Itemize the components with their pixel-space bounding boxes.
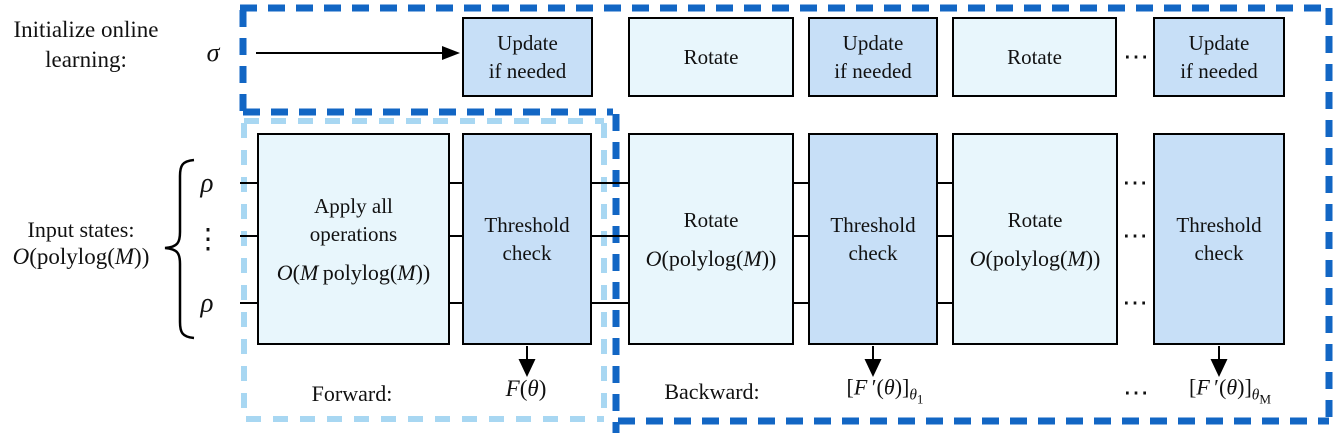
- apply-all-operations-box: Apply all operations O(M polylog(M)): [257, 133, 450, 345]
- backward-label: Backward:: [664, 379, 760, 404]
- wire-ellipsis-row2: ⋯: [1122, 221, 1150, 250]
- threshold-box-line1: Threshold: [830, 213, 916, 237]
- rotate-box-label: Rotate: [683, 45, 739, 69]
- apply-box-complexity: O(M polylog(M)): [276, 259, 431, 285]
- forward-dashed-border: [241, 118, 607, 422]
- sigma-state-symbol: σ: [206, 38, 220, 67]
- threshold-box-line1: Threshold: [1176, 213, 1262, 237]
- rotate-box-label: Rotate: [683, 207, 739, 232]
- input-states-label-line1: Input states:: [27, 217, 135, 242]
- update-if-needed-box-1: Update if needed: [462, 17, 593, 97]
- wire-ellipsis-row3: ⋯: [1122, 288, 1150, 317]
- rotate-mid-box-1: Rotate O(polylog(M)): [628, 133, 794, 345]
- outer-dashed-border: [239, 4, 1333, 433]
- rotate-top-box-1: Rotate: [628, 17, 794, 97]
- initialize-label: Initialize online learning:: [0, 15, 172, 75]
- backward-output-arrow-M: [1210, 346, 1228, 377]
- rotate-box-complexity: O(polylog(M)): [969, 245, 1101, 271]
- initialize-label-line2: learning:: [45, 47, 127, 72]
- threshold-check-box-2: Threshold check: [808, 133, 938, 345]
- vertical-ellipsis: ⋮: [194, 224, 222, 255]
- threshold-box-line2: check: [848, 241, 898, 265]
- update-box-line2: if needed: [834, 59, 912, 83]
- input-states-label: Input states: O(polylog(M)): [0, 216, 164, 270]
- threshold-check-box-3: Threshold check: [1153, 133, 1285, 345]
- update-if-needed-box-3: Update if needed: [1153, 17, 1285, 97]
- rotate-mid-box-2: Rotate O(polylog(M)): [952, 133, 1118, 345]
- backward-output-first: [F ′(θ)]θ1: [846, 374, 924, 407]
- update-box-line1: Update: [1188, 31, 1250, 55]
- update-if-needed-box-2: Update if needed: [808, 17, 938, 97]
- update-box-line1: Update: [497, 31, 558, 55]
- rotate-box-label: Rotate: [1007, 207, 1063, 232]
- update-box-line2: if needed: [1180, 59, 1258, 83]
- threshold-box-line2: check: [1194, 241, 1244, 265]
- rotate-top-box-2: Rotate: [952, 17, 1117, 97]
- wire-ellipsis-row1: ⋯: [1122, 168, 1150, 197]
- top-row-ellipsis: ⋯: [1123, 42, 1151, 71]
- rotate-box-label: Rotate: [1007, 45, 1062, 69]
- rho-state-top: ρ: [200, 167, 214, 198]
- forward-label: Forward:: [311, 381, 393, 406]
- bottom-row-ellipsis: ⋯: [1123, 378, 1151, 407]
- initialize-label-line1: Initialize online: [13, 17, 159, 42]
- rotate-box-complexity: O(polylog(M)): [645, 245, 777, 271]
- sigma-arrow: [256, 46, 460, 60]
- apply-box-line1: Apply all: [314, 193, 393, 218]
- forward-output-arrow: [518, 346, 536, 377]
- input-states-complexity: O(polylog(M)): [12, 244, 150, 269]
- input-states-brace: [164, 158, 195, 340]
- threshold-box-line2: check: [502, 241, 552, 265]
- apply-box-line2: operations: [309, 221, 398, 246]
- threshold-box-line1: Threshold: [484, 213, 570, 237]
- backward-output-arrow-1: [864, 346, 882, 377]
- forward-output: F(θ): [505, 376, 547, 401]
- backward-output-last: [F ′(θ)]θM: [1189, 374, 1271, 407]
- update-box-line2: if needed: [488, 59, 567, 83]
- rho-state-bottom: ρ: [200, 287, 214, 318]
- quantum-wires: [240, 182, 955, 304]
- threshold-check-box-1: Threshold check: [462, 133, 592, 345]
- update-box-line1: Update: [842, 31, 904, 55]
